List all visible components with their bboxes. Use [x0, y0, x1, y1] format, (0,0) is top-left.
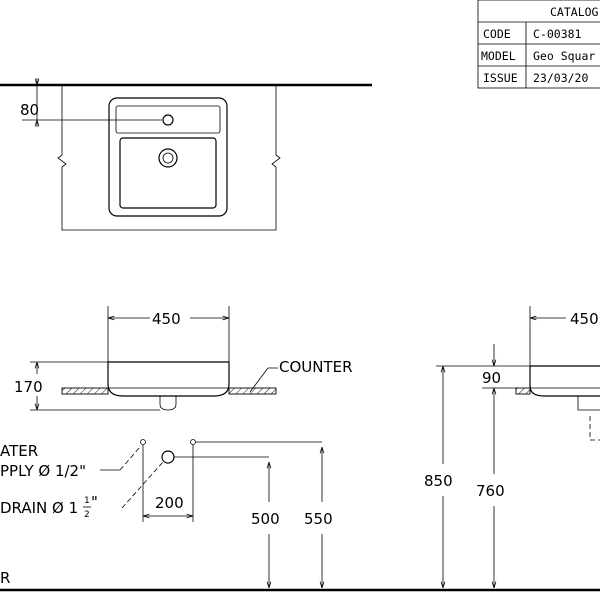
drain-label: DRAIN Ø 1 [0, 499, 78, 517]
bowl-outline [119, 137, 217, 209]
basin-side-outline [529, 365, 600, 397]
dim-450-side: 450 [570, 310, 599, 328]
dim-850: 850 [424, 472, 453, 490]
drain-marker [161, 450, 175, 464]
floor-label: R [0, 569, 10, 587]
dim-500: 500 [251, 510, 280, 528]
side-view: 450 90 850 760 [424, 306, 600, 588]
drain-frac-den: 2 [84, 510, 90, 520]
drain-inner [162, 152, 174, 164]
dim-550: 550 [304, 510, 333, 528]
basin-front-outline [107, 361, 230, 397]
water-supply-line2: PPLY Ø 1/2" [0, 462, 86, 480]
top-view: 80 [0, 78, 372, 231]
dim-170: 170 [14, 378, 43, 396]
dim-450-front: 450 [152, 310, 181, 328]
dim-90: 90 [482, 369, 501, 387]
catalog-label: CATALOG [550, 5, 599, 19]
dim-200: 200 [155, 494, 184, 512]
basin-top-outline [108, 97, 228, 217]
faucet-hole [162, 114, 174, 126]
model-value: Geo Squar [533, 49, 595, 63]
issue-label: ISSUE [483, 71, 518, 85]
issue-value: 23/03/20 [533, 71, 588, 85]
drain-frac-num: 1 [84, 496, 90, 506]
front-view: 450 170 COUNTER ATER PPLY Ø 1/2" DRAIN Ø… [0, 306, 600, 592]
dim-760: 760 [476, 482, 505, 500]
counter-label: COUNTER [279, 358, 353, 376]
drain-outer [158, 148, 178, 168]
drain-inch: " [91, 493, 98, 511]
title-block: CATALOG CODE C-00381 MODEL Geo Squar ISS… [477, 0, 600, 89]
water-supply-line1: ATER [0, 442, 38, 460]
faucet-deck [115, 105, 221, 134]
code-value: C-00381 [533, 27, 582, 41]
dim-80: 80 [20, 101, 39, 119]
model-label: MODEL [481, 49, 516, 63]
code-label: CODE [483, 27, 511, 41]
